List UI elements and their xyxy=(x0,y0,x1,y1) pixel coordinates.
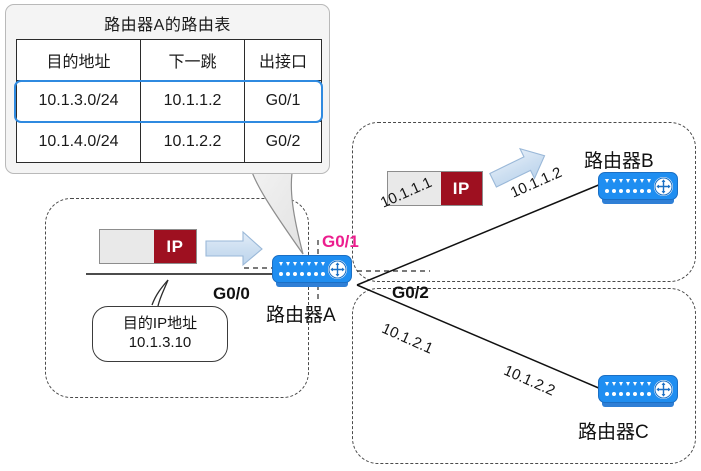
packet-payload xyxy=(100,230,154,263)
table-header-row: 目的地址 下一跳 出接口 xyxy=(16,39,322,81)
router-a-icon[interactable] xyxy=(272,255,352,289)
router-c-icon[interactable] xyxy=(598,375,678,409)
router-port-dots xyxy=(278,261,326,278)
router-body xyxy=(598,375,678,403)
dest-bubble-line1: 目的IP地址 xyxy=(122,315,198,333)
interface-label-g00: G0/0 xyxy=(213,284,250,303)
router-c-label: 路由器C xyxy=(578,422,649,443)
interface-label-g01: G0/1 xyxy=(322,232,359,251)
router-status-dots xyxy=(604,381,665,398)
router-status-dots xyxy=(278,261,339,278)
router-base xyxy=(602,198,674,204)
router-port-dots xyxy=(604,381,652,398)
cell-next-hop: 10.1.2.2 xyxy=(140,121,245,163)
header-destination: 目的地址 xyxy=(16,39,141,81)
routing-table: 目的地址 下一跳 出接口 10.1.3.0/24 10.1.1.2 G0/1 1… xyxy=(16,39,322,163)
cell-next-hop: 10.1.1.2 xyxy=(140,80,245,122)
router-crossarrow-icon xyxy=(654,380,673,399)
cell-interface: G0/1 xyxy=(244,80,322,122)
router-base xyxy=(276,281,348,287)
ip-packet-left: IP xyxy=(99,229,197,264)
dest-bubble-line2: 10.1.3.10 xyxy=(128,334,192,351)
destination-ip-bubble: 目的IP地址 10.1.3.10 xyxy=(92,306,228,362)
header-interface: 出接口 xyxy=(244,39,322,81)
router-b-label: 路由器B xyxy=(584,151,654,172)
cell-destination: 10.1.4.0/24 xyxy=(16,121,141,163)
router-a-label: 路由器A xyxy=(266,305,336,326)
router-crossarrow-icon xyxy=(328,260,347,279)
router-body xyxy=(272,255,352,283)
table-row[interactable]: 10.1.4.0/24 10.1.2.2 G0/2 xyxy=(16,121,322,163)
table-row[interactable]: 10.1.3.0/24 10.1.1.2 G0/1 xyxy=(16,80,322,122)
router-crossarrow-icon xyxy=(654,177,673,196)
router-base xyxy=(602,401,674,407)
cell-destination: 10.1.3.0/24 xyxy=(16,80,141,122)
region-left-network xyxy=(45,198,309,398)
header-next-hop: 下一跳 xyxy=(140,39,245,81)
router-body xyxy=(598,172,678,200)
router-port-dots xyxy=(604,178,652,195)
routing-table-title: 路由器A的路由表 xyxy=(104,17,231,34)
packet-header-label: IP xyxy=(153,230,196,263)
routing-table-callout: 路由器A的路由表 目的地址 下一跳 出接口 10.1.3.0/24 10.1.1… xyxy=(5,4,330,174)
interface-label-g02: G0/2 xyxy=(392,283,429,302)
packet-header-label: IP xyxy=(440,172,482,205)
cell-interface: G0/2 xyxy=(244,121,322,163)
router-status-dots xyxy=(604,178,665,195)
router-b-icon[interactable] xyxy=(598,172,678,206)
